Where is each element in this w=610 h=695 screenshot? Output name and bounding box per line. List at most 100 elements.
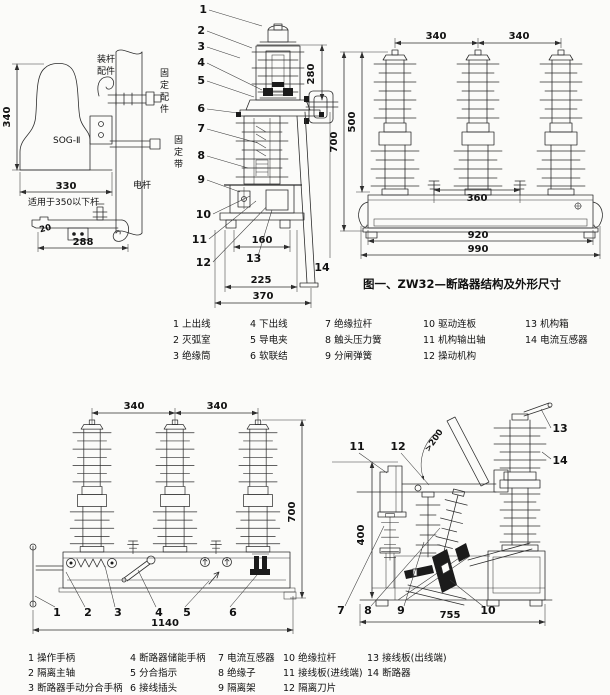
legend-item: 7 电流互感器: [218, 652, 275, 664]
legend-item: 14 电流互感器: [525, 334, 588, 346]
dim-label: 500: [347, 112, 358, 133]
callout-number: 13: [552, 422, 567, 435]
dim-label: 360: [467, 193, 488, 204]
legend-item: 10 绝缘拉杆: [283, 652, 337, 664]
note-applicability: 适用于350以下杆: [28, 196, 99, 208]
dim-label: 160: [252, 235, 273, 246]
breaker-pole-side: [487, 402, 553, 601]
dim-label: 700: [329, 132, 340, 153]
callout-number: 9: [197, 173, 205, 186]
breaker-front-view: 340 340 700 500 360 920 990 图一、ZW32—断路器结…: [329, 31, 603, 291]
callout-number: 3: [114, 606, 122, 619]
legend-item: 5 导电夹: [250, 334, 288, 346]
legend-item: 6 接线插头: [130, 682, 177, 694]
dim-label: 225: [251, 275, 272, 286]
callout-number: 8: [197, 149, 205, 162]
label-fixing-band: 固定带: [172, 135, 182, 171]
legend-item: 4 断路器储能手柄: [130, 652, 206, 664]
callout-number: 11: [349, 440, 364, 453]
callout-number: 9: [397, 604, 405, 617]
callout-number: 12: [196, 256, 211, 269]
callout-number: 2: [84, 606, 92, 619]
disconnect-blade: [404, 542, 533, 606]
dim-label: 330: [56, 181, 77, 192]
manual-crank-handle: [121, 555, 156, 583]
legend-item: 6 软联结: [250, 350, 288, 362]
dim-label: 340: [124, 401, 145, 412]
callout-number: 11: [192, 233, 207, 246]
dim-label: 370: [253, 291, 274, 302]
legend-item: 3 绝缘筒: [173, 350, 211, 362]
incoming-terminal-plate: [377, 465, 407, 518]
dim-label: 920: [468, 230, 489, 241]
bottom-front-view: 340 340 700 1140 1 2 3 4 5 6: [29, 401, 306, 634]
label-pole: 电杆: [133, 179, 151, 191]
legend-item: 8 绝缘子: [218, 667, 256, 679]
legend-item: 8 触头压力簧: [325, 334, 382, 346]
callout-number: 3: [197, 40, 205, 53]
legend-item: 11 接线板(进线端): [283, 667, 363, 679]
insulator-tilted: [432, 487, 471, 554]
pole-mount-view: 340 330 装杆 配件 SOG-Ⅱ 电杆 适用于350以下杆 20 288: [2, 49, 162, 252]
legend-item: 12 操动机构: [423, 350, 476, 362]
callout-number: 2: [197, 24, 205, 37]
legend-item: 13 接线板(出线端): [367, 652, 447, 664]
callout-number: 7: [197, 122, 205, 135]
legend-item: 4 下出线: [250, 318, 288, 330]
legend-item: 11 机构输出轴: [423, 334, 486, 346]
dim-label: 400: [356, 525, 367, 546]
wiring-plug: [250, 553, 270, 575]
legend-item: 9 分闸弹簧: [325, 350, 373, 362]
legend-item: 13 机构箱: [525, 318, 569, 330]
callout-number: 6: [229, 606, 237, 619]
legend-figure2: 1 操作手柄 2 隔离主轴 3 断路器手动分合手柄 4 断路器储能手柄 5 分合…: [28, 652, 447, 694]
dim-label: 340: [2, 107, 13, 128]
legend-item: 10 驱动连板: [423, 318, 477, 330]
callout-number: 1: [53, 606, 61, 619]
dim-label: 990: [468, 244, 489, 255]
dim-label: 1140: [151, 618, 179, 629]
dim-label: 340: [207, 401, 228, 412]
callout-number: 5: [197, 74, 205, 87]
dim-label: 288: [73, 237, 94, 248]
utility-pole: [115, 49, 143, 236]
dim-label: 755: [440, 610, 461, 621]
callout-number: 7: [337, 604, 345, 617]
mount-bracket-detail: 20 288: [31, 203, 130, 252]
current-transformer-legs: [296, 111, 316, 284]
hook-fitting: [97, 76, 114, 97]
dim-label: 340: [426, 31, 447, 42]
legend-item: 14 断路器: [367, 667, 411, 679]
label-model: SOG-Ⅱ: [53, 136, 80, 146]
open-close-indicator: [200, 557, 232, 585]
callout-number: 1: [199, 3, 207, 16]
legend-item: 5 分合指示: [130, 667, 177, 679]
dim-label: 280: [306, 64, 317, 85]
angle-label: >200: [423, 428, 446, 454]
callout-number: 10: [196, 208, 212, 221]
dim-label: 20: [39, 223, 53, 236]
callout-number: 5: [183, 606, 191, 619]
operating-handle-rod: [29, 543, 64, 608]
energy-storage-spring: [66, 558, 117, 568]
callout-number: 4: [197, 56, 205, 69]
legend-item: 9 隔离架: [218, 682, 256, 694]
label-pole-fitting: 装杆: [97, 53, 115, 65]
legend-item: 7 绝缘拉杆: [325, 318, 373, 330]
legend-item: 3 断路器手动分合手柄: [28, 682, 123, 694]
legend-item: 2 灭弧室: [173, 334, 211, 346]
dim-label: 340: [509, 31, 530, 42]
legend-item: 12 隔离刀片: [283, 682, 336, 694]
legend-item: 2 隔离主轴: [28, 667, 75, 679]
callout-number: 12: [390, 440, 405, 453]
callout-number: 8: [364, 604, 372, 617]
callout-number: 6: [197, 102, 205, 115]
dim-label: 700: [287, 502, 298, 523]
callout-number: 14: [552, 454, 568, 467]
pole-section-view: 1 2 3 4 5 6 7 8 9 10 11 12 13 14: [192, 3, 339, 308]
legend-item: 1 上出线: [173, 318, 211, 330]
breaker-side-view: >200: [332, 402, 568, 626]
disconnect-beam: [356, 483, 497, 493]
tilted-operating-arm: [446, 416, 490, 487]
callout-number: 10: [480, 604, 496, 617]
